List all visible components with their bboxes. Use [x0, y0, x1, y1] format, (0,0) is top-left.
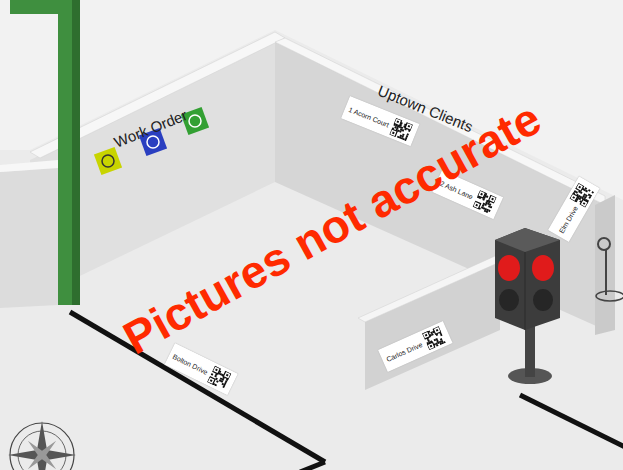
wall-top: [0, 160, 58, 172]
wall-top: [358, 256, 500, 322]
qr-code: [570, 183, 595, 208]
hazard-icons: [94, 107, 209, 175]
traffic-light: [495, 228, 560, 384]
wall: [0, 168, 58, 308]
compass-rose: [8, 421, 76, 470]
qr-code: [207, 366, 231, 390]
green-post: [58, 0, 72, 305]
card-text: Elm Drive: [557, 205, 578, 235]
qr-code: [473, 190, 497, 214]
stanchion: [596, 238, 623, 301]
green-post-side: [72, 0, 80, 305]
qr-code: [389, 118, 412, 141]
qr-code: [422, 326, 446, 350]
wall: [595, 195, 615, 335]
wall: [365, 262, 500, 390]
